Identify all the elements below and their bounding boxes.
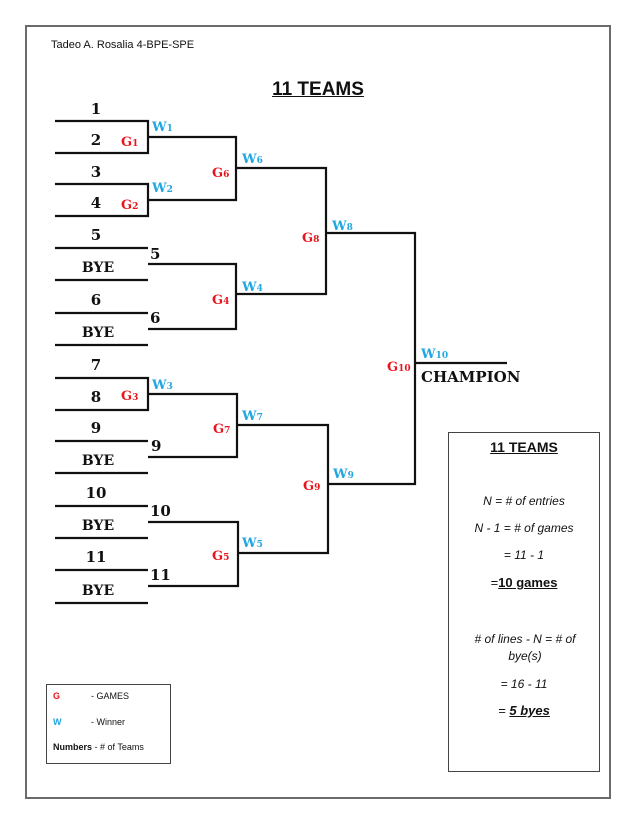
legend-n-desc: - # of Teams: [94, 742, 144, 752]
slot-label-7: 6: [91, 291, 101, 309]
legend-g-desc: - GAMES: [91, 691, 130, 701]
legend-numbers: Numbers - # of Teams: [53, 742, 144, 752]
advance-labels: 5 6 9 10 11: [150, 245, 171, 584]
round-3-lines: [236, 166, 330, 555]
slot-label-4: 4: [91, 194, 101, 212]
slot-label-1: 1: [91, 100, 101, 118]
slot-label-6: BYE: [82, 260, 114, 276]
slot-label-12: BYE: [82, 453, 114, 469]
rules-title: 11 TEAMS: [490, 439, 558, 455]
r2-line-5-6: [148, 262, 238, 331]
slot-label-9: 7: [91, 356, 101, 374]
winner-label-w9: W9: [332, 467, 354, 482]
rule-entries: N = # of entries: [483, 494, 565, 508]
advance-label-10: 10: [150, 502, 171, 520]
r4-line-final: [326, 231, 417, 486]
rule-games-result: =10 games: [449, 575, 599, 590]
winner-label-w6: W6: [241, 152, 263, 167]
rule-games-calc: = 11 - 1: [503, 548, 545, 562]
advance-label-11: 11: [150, 566, 171, 584]
legend-w-key: W: [53, 717, 62, 727]
winner-label-w1: W1: [151, 120, 173, 135]
slot-label-11: 9: [91, 419, 101, 437]
game-label-g5: G5: [212, 549, 229, 564]
game-label-g1: G1: [121, 135, 138, 150]
slot-label-5: 5: [91, 226, 101, 244]
game-label-g2: G2: [121, 198, 138, 213]
slot-label-2: 2: [91, 131, 101, 149]
legend-w-desc: - Winner: [91, 717, 126, 727]
game-label-g6: G6: [212, 166, 229, 181]
game-label-g9: G9: [303, 479, 320, 494]
winner-label-w8: W8: [331, 219, 353, 234]
rule-byes-calc: = 16 - 11: [500, 677, 548, 691]
advance-label-6: 6: [150, 309, 160, 327]
page-title: 11 TEAMS: [272, 79, 364, 100]
rule-games: N - 1 = # of games: [474, 521, 574, 535]
game-label-g7: G7: [213, 422, 230, 437]
advance-label-9: 9: [151, 437, 161, 455]
round-1-lines: [55, 119, 150, 605]
winner-label-w10: W10: [420, 347, 448, 362]
slot-label-8: BYE: [82, 325, 114, 341]
winner-label-w7: W7: [241, 409, 263, 424]
legend-box: G - GAMES W - Winner Numbers - # of Teams: [46, 684, 171, 764]
rule-byes-result: = 5 byes: [449, 703, 599, 718]
slot-label-14: BYE: [82, 518, 114, 534]
legend-winner: W - Winner: [53, 717, 125, 727]
r3-line-bottom: [237, 423, 330, 555]
slot-label-13: 10: [86, 484, 107, 502]
game-label-g3: G3: [121, 389, 138, 404]
winner-label-w5: W5: [241, 536, 263, 551]
slot-label-10: 8: [91, 388, 101, 406]
slot-label-16: BYE: [82, 583, 114, 599]
winner-label-w2: W2: [151, 181, 173, 196]
advance-label-5: 5: [150, 245, 160, 263]
author-line: Tadeo A. Rosalia 4-BPE-SPE: [51, 39, 195, 51]
rule-byes-prefix: =: [498, 703, 510, 718]
game-label-g8: G8: [302, 231, 319, 246]
winner-label-w4: W4: [241, 280, 263, 295]
slot-label-15: 11: [86, 548, 107, 566]
game-label-g10: G10: [387, 360, 411, 375]
legend-n-key: Numbers: [53, 742, 93, 752]
r3-line-top: [236, 166, 328, 296]
legend-g-key: G: [53, 691, 61, 701]
legend-games: G - GAMES: [53, 691, 129, 701]
slot-label-3: 3: [91, 163, 101, 181]
rule-byes-value: 5 byes: [509, 703, 550, 718]
winner-label-w3: W3: [151, 378, 173, 393]
rule-games-prefix: =: [490, 575, 499, 590]
rule-games-value: 10 games: [498, 575, 558, 590]
rules-box: 11 TEAMS N = # of entries N - 1 = # of g…: [448, 432, 600, 772]
round-4-lines: [326, 231, 417, 486]
game-label-g4: G4: [212, 293, 229, 308]
champion-label: CHAMPION: [421, 368, 521, 386]
rule-byes: # of lines - N = # of bye(s): [474, 632, 576, 663]
